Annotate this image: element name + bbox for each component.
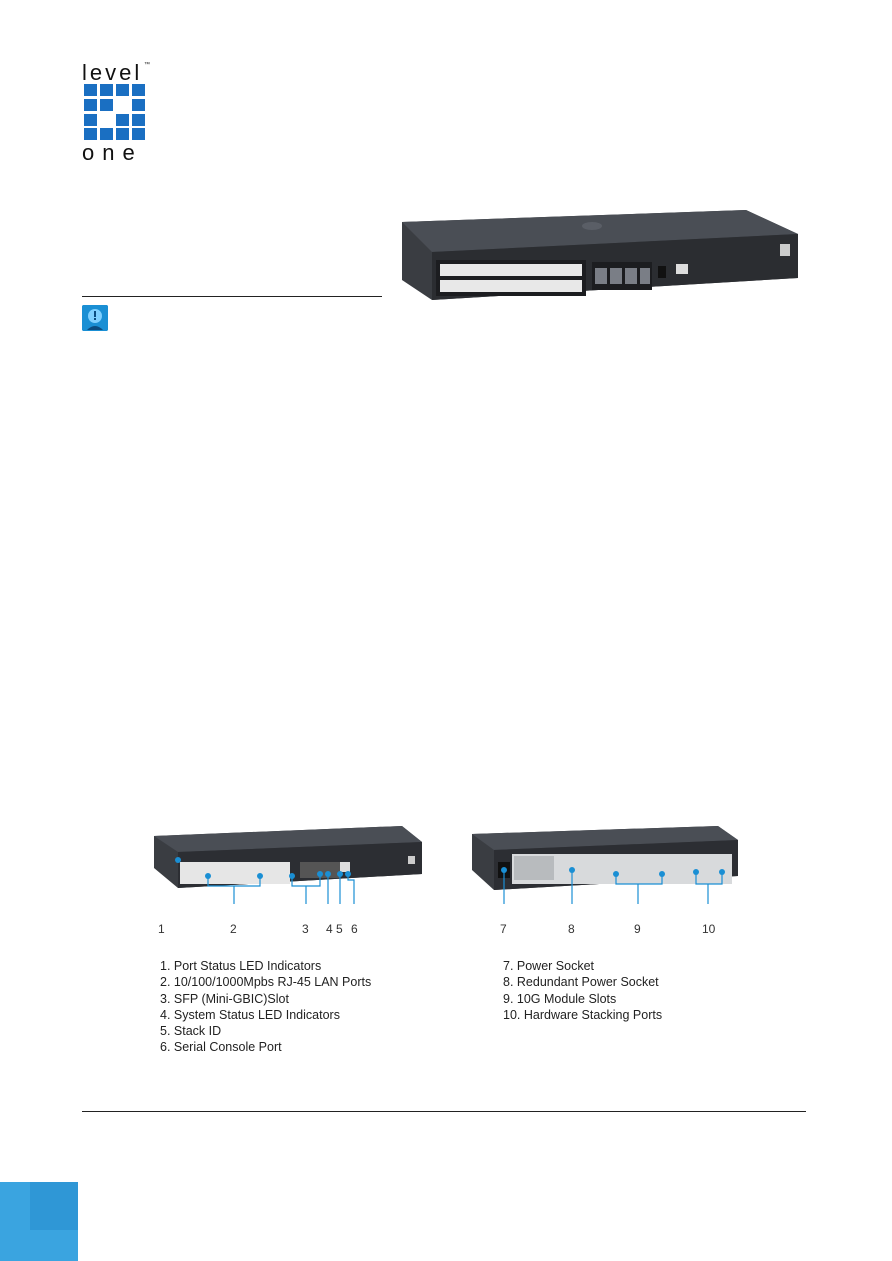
legend-item: 8. Redundant Power Socket <box>503 975 659 990</box>
front-panel-diagram <box>154 826 422 904</box>
callout-number: 9 <box>634 922 641 936</box>
logo-word-one: one <box>82 140 143 165</box>
legend-item: 6. Serial Console Port <box>160 1040 282 1055</box>
rear-panel-legend: 7. Power Socket 8. Redundant Power Socke… <box>503 958 662 1023</box>
footer-divider <box>82 1111 806 1112</box>
callout-number: 5 <box>336 922 343 936</box>
info-person-icon <box>82 305 108 331</box>
callout-number: 7 <box>500 922 507 936</box>
legend-item: 4. System Status LED Indicators <box>160 1007 340 1022</box>
page-corner-tab <box>0 1182 78 1261</box>
legend-item: 5. Stack ID <box>160 1024 222 1039</box>
callout-number: 3 <box>302 922 309 936</box>
levelone-logo: level ™ one <box>82 62 154 164</box>
legend-item: 9. 10G Module Slots <box>503 991 617 1006</box>
callout-number: 2 <box>230 922 237 936</box>
switch-front-photo <box>402 210 798 300</box>
legend-item: 7. Power Socket <box>503 959 595 973</box>
logo-grid-icon <box>84 84 145 140</box>
callout-number: 8 <box>568 922 575 936</box>
callout-number: 10 <box>702 922 716 936</box>
legend-item: 2. 10/100/1000Mpbs RJ-45 LAN Ports <box>160 975 372 990</box>
section-divider <box>82 296 382 297</box>
callout-number: 4 <box>326 922 333 936</box>
logo-word-level: level <box>82 60 143 85</box>
page-corner-tab-inner <box>30 1182 78 1230</box>
callout-number: 6 <box>351 922 358 936</box>
callout-number: 1 <box>158 922 165 936</box>
legend-item: 10. Hardware Stacking Ports <box>503 1007 663 1022</box>
logo-trademark: ™ <box>144 62 150 68</box>
front-panel-legend: 1. Port Status LED Indicators 2. 10/100/… <box>160 958 371 1056</box>
legend-item: 1. Port Status LED Indicators <box>160 959 322 973</box>
legend-item: 3. SFP (Mini-GBIC)Slot <box>160 991 289 1006</box>
rear-panel-diagram <box>472 826 738 904</box>
